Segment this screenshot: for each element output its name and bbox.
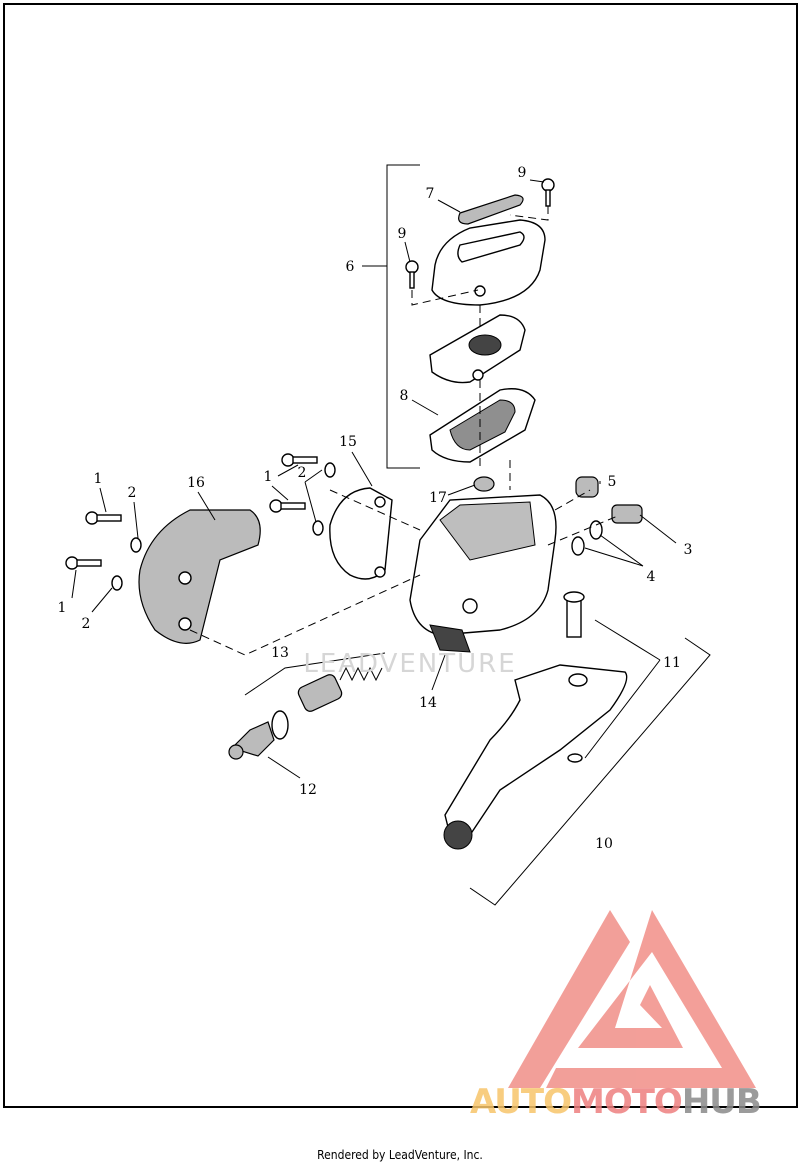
screw-9-left — [405, 260, 419, 289]
callout-10: 10 — [595, 836, 613, 852]
callout-9: 9 — [518, 165, 527, 181]
lever-10 — [443, 664, 628, 850]
callout-17: 17 — [429, 490, 447, 506]
callout-1: 1 — [94, 471, 103, 487]
washers-4 — [571, 520, 603, 556]
wordmark-auto: AUTO — [470, 1082, 572, 1122]
assembly-line — [547, 489, 621, 546]
screw-1 — [65, 556, 102, 570]
washer-2 — [111, 462, 336, 591]
screw-1 — [269, 499, 306, 513]
automotohub-wordmark: AUTOMOTOHUB — [470, 1082, 762, 1122]
assembly-line — [479, 380, 511, 490]
callout-12: 12 — [299, 782, 317, 798]
screw-9-top — [541, 178, 555, 207]
wordmark-hub: HUB — [681, 1082, 762, 1122]
leadventure-watermark: LEADVENTURE — [303, 649, 516, 679]
callout-1: 1 — [58, 600, 67, 616]
retaining-ring — [271, 710, 289, 740]
callout-9: 9 — [398, 226, 407, 242]
callout-6: 6 — [346, 259, 355, 275]
clamp-16 — [138, 509, 261, 644]
callout-13: 13 — [271, 645, 289, 661]
callout-2: 2 — [298, 465, 307, 481]
callout-15: 15 — [339, 434, 357, 450]
wordmark-moto: MOTO — [570, 1082, 683, 1122]
callout-7: 7 — [426, 186, 435, 202]
screw-1 — [85, 511, 122, 525]
bushing-5 — [575, 476, 599, 498]
boot-12 — [228, 721, 275, 760]
clamp-15 — [329, 487, 393, 580]
callout-2: 2 — [82, 616, 91, 632]
pivot-pin-11 — [563, 591, 585, 638]
bracket-10 — [469, 637, 711, 906]
diaphragm-plate — [429, 314, 526, 384]
bracket-13 — [244, 652, 386, 696]
callout-5: 5 — [608, 474, 617, 490]
callout-14: 14 — [419, 695, 437, 711]
master-cylinder-body — [409, 494, 557, 653]
sight-glass — [458, 194, 524, 225]
piston-assembly-13 — [297, 666, 383, 712]
bracket-6 — [386, 164, 420, 469]
screw-1 — [281, 453, 318, 467]
callout-2: 2 — [128, 485, 137, 501]
callout-3: 3 — [684, 542, 693, 558]
cap-17 — [473, 476, 495, 492]
callout-1: 1 — [264, 469, 273, 485]
footer-credit: Rendered by LeadVenture, Inc. — [317, 1148, 483, 1162]
assembly-line — [189, 489, 421, 656]
callout-11: 11 — [663, 655, 681, 671]
diagram-frame — [3, 3, 798, 1108]
diaphragm-8 — [429, 388, 536, 463]
callout-16: 16 — [187, 475, 205, 491]
callout-4: 4 — [647, 569, 656, 585]
fitting-3 — [611, 504, 643, 524]
reservoir-cover — [431, 219, 546, 306]
automotohub-logo — [508, 910, 756, 1088]
leader-lines — [71, 179, 677, 779]
callout-8: 8 — [400, 388, 409, 404]
